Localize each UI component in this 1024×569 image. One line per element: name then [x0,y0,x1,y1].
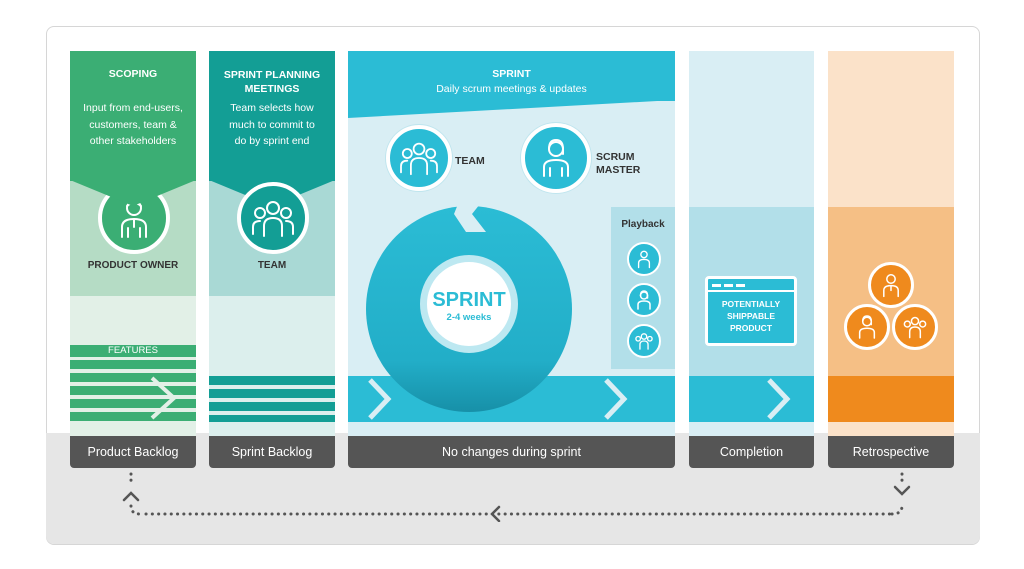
column-retrospective [828,51,954,436]
woman-icon [858,315,876,339]
group-icon [252,201,294,237]
scoping-title: SCOPING [108,68,158,80]
features-bar [70,345,196,357]
scoping-desc: Input from end-users, customers, team & … [83,102,183,147]
group-icon [903,316,927,339]
group-icon [400,142,438,176]
person-icon [883,274,899,298]
sprint-cycle-center [420,255,518,353]
playback-label: Playback [621,219,665,230]
shippable-product-label: POTENTIALLY SHIPPABLE PRODUCT [721,299,781,333]
group-icon [635,333,653,350]
planning-team-avatar [237,182,309,254]
planning-team-label: TEAM [257,260,287,271]
completion-flow-band [689,376,814,422]
footer-no-changes: No changes during sprint [348,436,675,468]
sprint-team-label: TEAM [455,155,485,167]
footer-product-backlog: Product Backlog [70,436,196,468]
sprint-cycle-duration: 2-4 weeks [446,312,492,323]
footer-sprint-backlog: Sprint Backlog [209,436,335,468]
planning-desc: Team selects how much to commit to do by… [229,102,315,147]
woman-icon [637,290,651,310]
retro-avatar-person [868,262,914,308]
product-owner-label: PRODUCT OWNER [87,260,179,271]
playback-avatar-woman [627,283,661,317]
retro-avatar-woman [844,304,890,350]
playback-avatar-group [627,324,661,358]
shippable-product-card [705,276,797,346]
sprint-team-avatar [386,125,452,191]
sprint-subtitle: Daily scrum meetings & updates [436,83,587,95]
features-stripes [70,360,196,421]
sprint-backlog-stripes [209,376,335,422]
column-scoping [70,51,196,436]
footer-retrospective: Retrospective [828,436,954,468]
scrum-master-label: SCRUM MASTER [596,151,641,176]
woman-icon [543,138,569,177]
features-label: FEATURES [108,345,158,356]
retro-avatar-group [892,304,938,350]
planning-title: SPRINT PLANNING MEETINGS [223,69,321,95]
sprint-title: SPRINT [492,68,531,80]
scrum-master-avatar [521,123,591,193]
browser-window-icon [712,284,745,287]
dotted-return-arrow [122,472,911,522]
playback-avatar-person [627,242,661,276]
sprint-cycle-title: SPRINT [432,289,506,311]
person-icon [637,250,651,269]
footer-completion: Completion [689,436,814,468]
